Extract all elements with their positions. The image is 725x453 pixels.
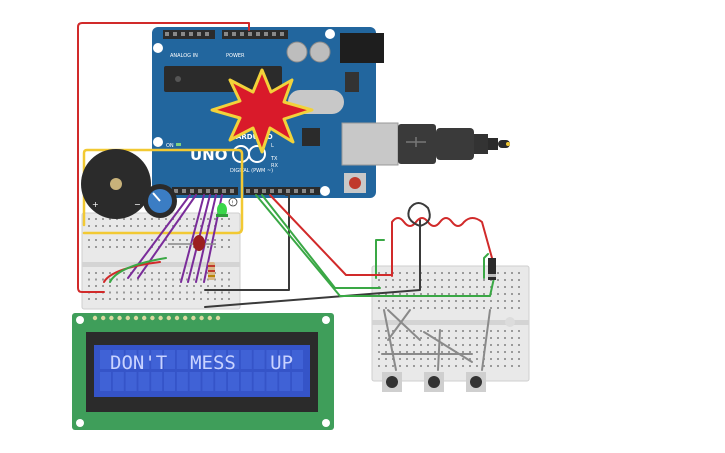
usb-cable[interactable] xyxy=(398,124,510,164)
green-led[interactable]: ! xyxy=(216,197,238,217)
on-led xyxy=(176,143,181,146)
board-model-label: UNO xyxy=(190,146,228,164)
power-label: POWER xyxy=(226,53,245,59)
usb-chip xyxy=(302,128,320,146)
capacitor xyxy=(286,41,308,63)
tx-led-label: TX xyxy=(270,156,278,162)
potentiometer[interactable] xyxy=(143,184,177,218)
piezo-buzzer[interactable]: + − xyxy=(81,149,151,219)
push-button-1[interactable] xyxy=(382,372,402,392)
digital-label: DIGITAL (PWM ~) xyxy=(230,168,273,174)
usb-port xyxy=(341,122,399,166)
mount-hole xyxy=(320,186,330,196)
explosion-icon xyxy=(210,68,314,154)
l-led-label: L xyxy=(271,143,274,149)
atmega-chip xyxy=(164,66,282,92)
lcd-display[interactable]: DON'T MESS UP xyxy=(72,313,334,430)
push-button-2[interactable] xyxy=(424,372,444,392)
analog-in-label: ANALOG IN xyxy=(170,53,198,59)
reset-button-cap[interactable] xyxy=(349,177,361,189)
usb-icon xyxy=(406,137,426,147)
power-header xyxy=(222,30,288,39)
buzzer-plus-label: + xyxy=(92,200,99,209)
on-led-label: ON xyxy=(166,143,174,149)
resistor[interactable] xyxy=(208,262,215,280)
push-button-3[interactable] xyxy=(466,372,486,392)
power-jack xyxy=(340,33,384,63)
voltage-regulator xyxy=(345,72,359,92)
wires[interactable] xyxy=(77,22,495,371)
digital-header-low xyxy=(172,187,238,195)
mount-hole xyxy=(153,43,163,53)
lcd-text: DON'T MESS UP xyxy=(110,352,293,374)
mount-hole xyxy=(153,137,163,147)
capacitor xyxy=(309,41,331,63)
buzzer-minus-label: − xyxy=(134,200,141,209)
rx-led-label: RX xyxy=(271,163,278,169)
svg-text:!: ! xyxy=(232,201,234,207)
mount-hole xyxy=(325,29,335,39)
diode[interactable] xyxy=(488,258,496,280)
brand-label: ARDUINO xyxy=(236,133,273,141)
info-icon[interactable] xyxy=(228,197,238,207)
red-led[interactable] xyxy=(168,235,216,251)
